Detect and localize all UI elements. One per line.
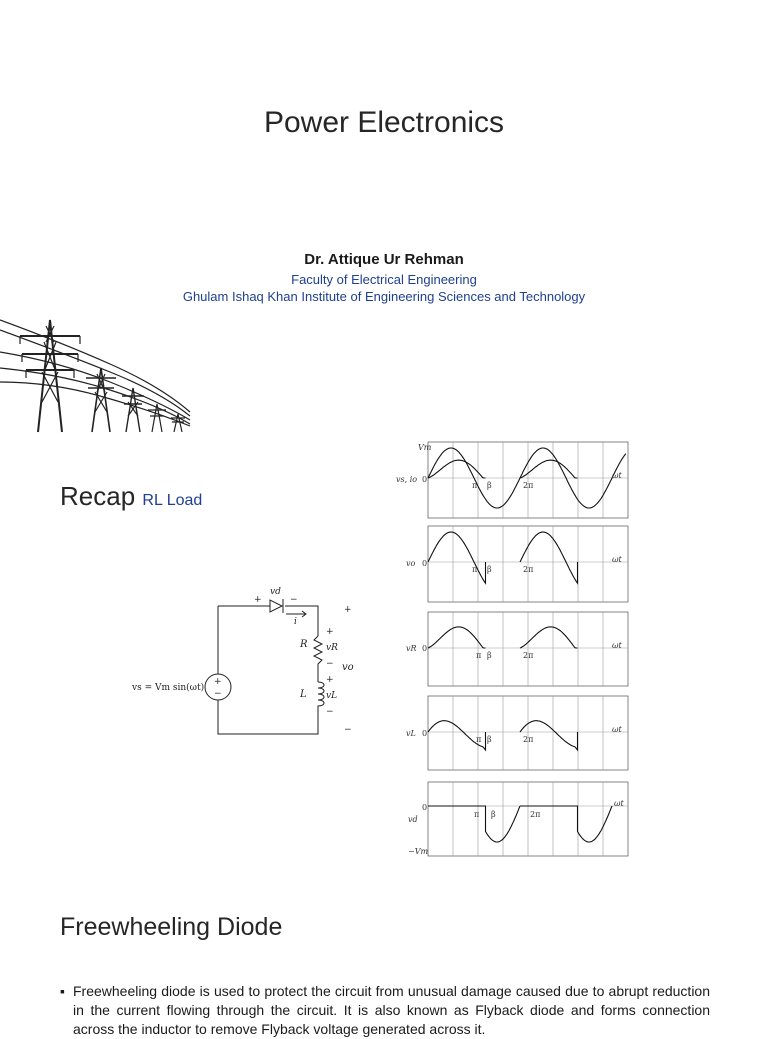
transmission-towers-illustration xyxy=(0,319,191,433)
panel5-ylabel: vd xyxy=(408,815,418,824)
vo-minus: − xyxy=(344,725,352,735)
panel5-beta: β xyxy=(491,810,496,819)
freewheeling-heading: Freewheeling Diode xyxy=(60,913,283,941)
panel2-beta: β xyxy=(487,565,492,574)
inductor-voltage-curve-2 xyxy=(519,720,579,752)
panel4-beta: β xyxy=(487,735,492,744)
panel1-beta: β xyxy=(487,481,492,490)
vo-plus: + xyxy=(344,605,352,615)
freewheeling-bullet-text: Freewheeling diode is used to protect th… xyxy=(73,983,710,1037)
vr-minus: − xyxy=(326,659,334,669)
panel5-bottom-label: −Vm xyxy=(408,847,428,856)
r-label: R xyxy=(299,639,308,650)
panel4-2pi: 2π xyxy=(523,735,533,744)
source-label: vs = Vm sin(ωt) xyxy=(131,682,204,693)
panel1-axis: ωt xyxy=(612,471,623,480)
vd-label: vd xyxy=(270,587,281,597)
panel4-zero: 0 xyxy=(422,729,427,738)
recap-subheading: RL Load xyxy=(142,492,203,509)
panel5-zero: 0 xyxy=(422,803,427,812)
panel2-pi: π xyxy=(472,565,477,574)
author-name: Dr. Attique Ur Rehman xyxy=(304,251,464,268)
vl-plus: + xyxy=(326,675,334,685)
diode-voltage-curve-2 xyxy=(520,805,613,843)
vr-label: vR xyxy=(326,643,338,653)
l-label: L xyxy=(299,689,307,700)
panel3-2pi: 2π xyxy=(523,651,533,660)
source-plus: + xyxy=(214,677,222,687)
panel1-zero: 0 xyxy=(422,475,427,484)
panel1-ylabel: vs, io xyxy=(396,475,417,484)
source-voltage-curve xyxy=(427,447,627,509)
resistor-voltage-curve-2 xyxy=(519,626,578,649)
vr-plus: + xyxy=(326,627,334,637)
panel4-pi: π xyxy=(476,735,481,744)
resistor-voltage-curve-1 xyxy=(427,626,486,649)
diode-minus: − xyxy=(290,595,298,605)
rl-circuit-diagram: + − vs = Vm sin(ωt) + vd − i R + vR − L … xyxy=(131,587,354,735)
freewheeling-bullet: ▪ Freewheeling diode is used to protect … xyxy=(60,982,710,1039)
panel3-zero: 0 xyxy=(422,644,427,653)
diode-plus: + xyxy=(254,595,262,605)
rl-load-waveforms: Vm vs, io 0 π β 2π ωt vo 0 π β 2π ωt vR … xyxy=(396,441,629,857)
current-label: i xyxy=(294,617,297,627)
panel1-pi: π xyxy=(472,481,477,490)
panel4-ylabel: vL xyxy=(406,729,416,738)
panel3-axis: ωt xyxy=(612,641,623,650)
panel5-axis: ωt xyxy=(614,799,625,808)
vl-minus: − xyxy=(326,707,334,717)
panel5-2pi: 2π xyxy=(530,810,540,819)
recap-title: Recap xyxy=(60,481,136,511)
faculty-name: Faculty of Electrical Engineering xyxy=(291,272,477,287)
panel3-beta: β xyxy=(487,651,492,660)
panel1-top-label: Vm xyxy=(418,443,432,452)
panel1-2pi: 2π xyxy=(523,481,533,490)
load-current-curve-1 xyxy=(427,459,486,479)
diode-voltage-curve-1 xyxy=(428,805,521,843)
source-minus: − xyxy=(214,689,222,699)
output-voltage-curve-2 xyxy=(519,531,579,585)
slide-title: Power Electronics xyxy=(263,106,505,139)
panel2-zero: 0 xyxy=(422,559,427,568)
panel4-axis: ωt xyxy=(612,725,623,734)
panel2-axis: ωt xyxy=(612,555,623,564)
recap-heading: Recap RL Load xyxy=(60,481,202,512)
load-current-curve-2 xyxy=(519,459,578,479)
panel3-ylabel: vR xyxy=(406,644,417,653)
inductor-voltage-curve-1 xyxy=(427,720,487,752)
panel2-2pi: 2π xyxy=(523,565,533,574)
bullet-marker-icon: ▪ xyxy=(60,983,65,999)
vo-label: vo xyxy=(342,662,354,673)
panel5-pi: π xyxy=(474,810,479,819)
panel2-ylabel: vo xyxy=(406,559,416,568)
output-voltage-curve-1 xyxy=(427,531,487,585)
vl-label: vL xyxy=(326,691,337,701)
panel3-pi: π xyxy=(476,651,481,660)
institute-name: Ghulam Ishaq Khan Institute of Engineeri… xyxy=(182,289,586,304)
